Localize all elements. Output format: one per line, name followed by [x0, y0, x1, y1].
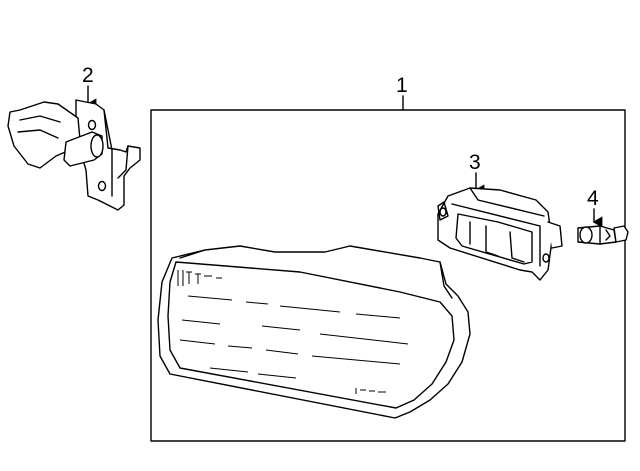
callout-1-label: 1 — [396, 74, 408, 97]
fog-lamp-housing-part[interactable] — [157, 245, 471, 419]
callout-2[interactable]: 2 — [82, 64, 97, 110]
bracket-part[interactable] — [7, 99, 141, 211]
socket-housing-part[interactable] — [437, 187, 563, 281]
assembly-frame — [150, 109, 626, 442]
callout-3[interactable]: 3 — [469, 151, 485, 196]
callout-4[interactable]: 4 — [587, 187, 603, 228]
callout-3-label: 3 — [469, 151, 481, 174]
callout-4-label: 4 — [587, 187, 599, 210]
callout-1[interactable]: 1 — [396, 74, 408, 111]
bulb-part[interactable] — [577, 225, 629, 245]
callout-2-label: 2 — [82, 64, 94, 87]
